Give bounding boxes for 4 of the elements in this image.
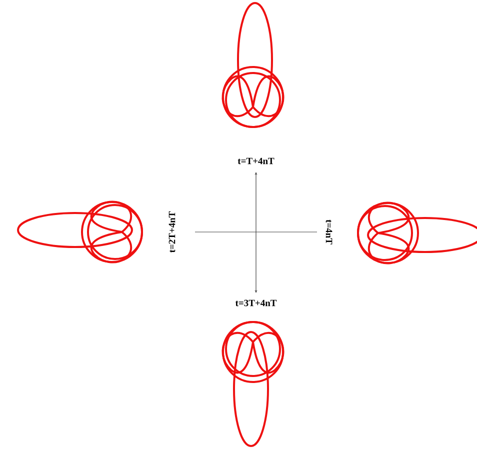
- time-label: t=4nT: [326, 220, 332, 244]
- time-label: t=2T+4nT: [168, 211, 176, 253]
- time-label: t=3T+4nT: [235, 300, 277, 306]
- time-label: t=T+4nT: [238, 158, 274, 164]
